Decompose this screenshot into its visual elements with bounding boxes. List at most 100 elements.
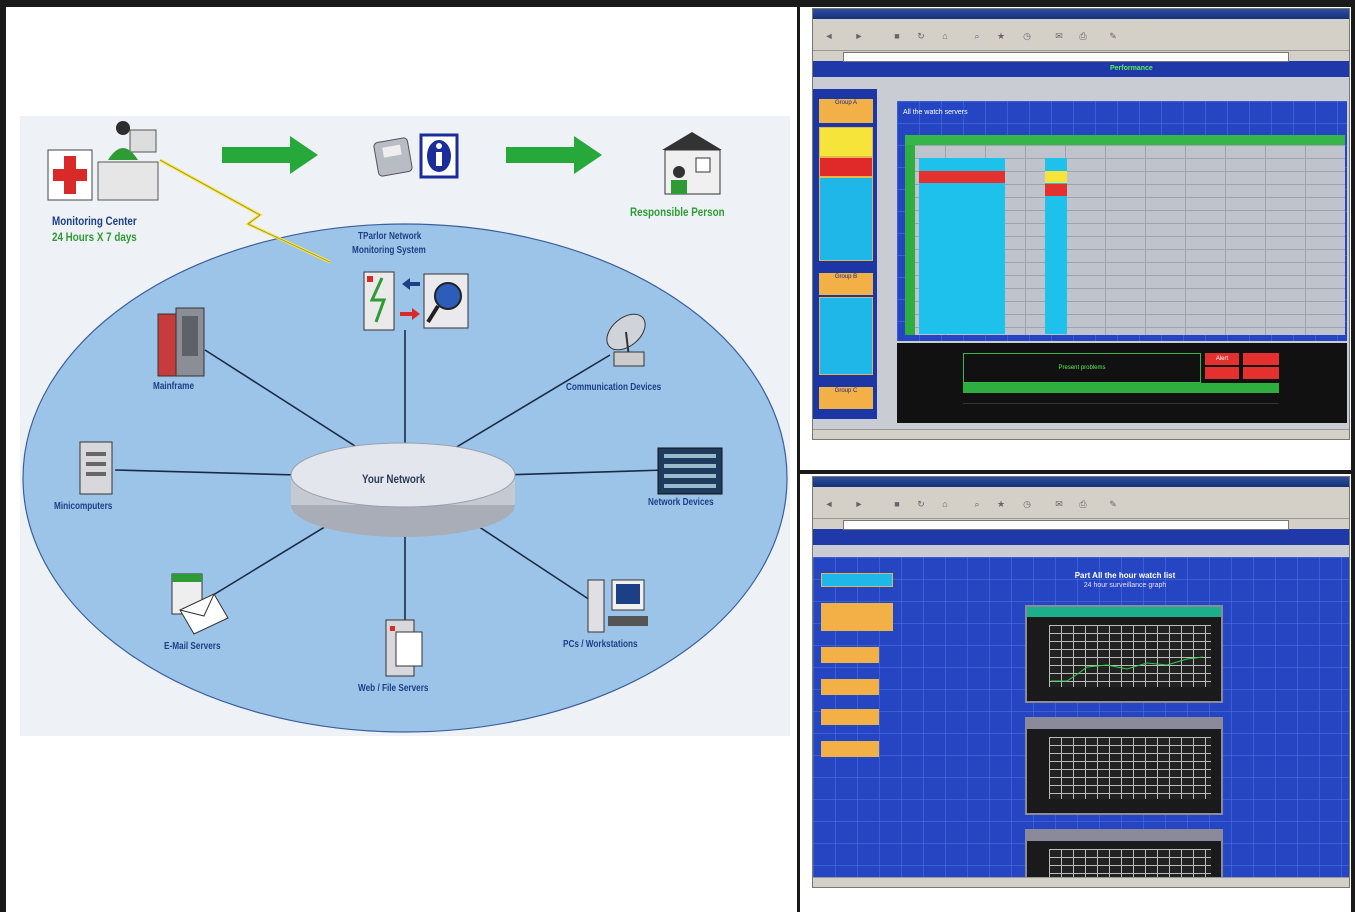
app-tab-bar: [813, 529, 1349, 545]
usage-graph-1: [1025, 605, 1223, 703]
arrow-right-icon: [506, 136, 602, 174]
stop-icon[interactable]: ■: [894, 31, 900, 41]
search-icon[interactable]: ⌕: [974, 499, 980, 509]
graph-title-bar: [1027, 607, 1221, 617]
address-input[interactable]: [843, 52, 1289, 62]
house-person-icon: [662, 132, 722, 195]
alert-row[interactable]: [919, 171, 1005, 183]
group-selector-button[interactable]: [821, 573, 893, 587]
graph-link-button-4[interactable]: [821, 741, 879, 757]
frame-right-border: [1351, 0, 1355, 912]
browser-toolbar: ◄ ► ■ ↻ ⌂ ⌕ ★ ◷ ✉ ⎙ ✎: [813, 496, 1349, 519]
back-icon[interactable]: ◄: [824, 499, 834, 509]
group-a-list[interactable]: [819, 177, 873, 261]
server-name-column: [919, 158, 1005, 334]
graph-page-subheading: 24 hour surveillance graph: [1083, 582, 1167, 589]
group-b-button[interactable]: Group B: [819, 273, 873, 295]
graph-title-bar: [1027, 719, 1221, 729]
group-a-button[interactable]: Group A: [819, 99, 873, 123]
window-titlebar: [813, 9, 1349, 19]
window-titlebar: [813, 477, 1349, 487]
forward-icon[interactable]: ►: [854, 31, 864, 41]
arrow-right-icon: [400, 308, 420, 320]
menu-bar: [813, 19, 1349, 28]
network-rack-icon: [657, 447, 723, 495]
favorites-icon[interactable]: ★: [996, 499, 1006, 509]
frame-divider-vertical: [797, 0, 800, 912]
monitoring-hours-label: 24 Hours X 7 days: [52, 230, 137, 244]
mail-icon[interactable]: ✉: [1055, 31, 1063, 41]
group-a-alert-item[interactable]: [819, 157, 873, 177]
graph-link-button-3[interactable]: [821, 709, 879, 725]
servers-panel: All the watch servers: [897, 101, 1347, 341]
home-icon[interactable]: ⌂: [942, 31, 948, 41]
fault-count-badge: [1243, 367, 1279, 379]
email-server-icon: [171, 573, 229, 635]
graph-title-bar: [1027, 831, 1221, 841]
print-icon[interactable]: ⎙: [1079, 31, 1087, 41]
problems-row[interactable]: [963, 395, 1279, 404]
operator-desk-icon: [97, 121, 159, 201]
refresh-icon[interactable]: ↻: [917, 499, 925, 509]
row-index-column: [905, 145, 915, 335]
stop-icon[interactable]: ■: [894, 499, 900, 509]
frame-divider-horizontal: [797, 470, 1355, 474]
group-b-list[interactable]: [819, 297, 873, 375]
graph-page-heading: Part All the hour watch list: [1074, 571, 1176, 580]
arrow-left-icon: [402, 278, 420, 290]
address-bar: [813, 519, 1349, 530]
hospital-cross-icon: [47, 149, 93, 201]
server-button[interactable]: [821, 603, 893, 631]
web-server-icon: [385, 619, 423, 677]
tab-performance[interactable]: Performance: [1109, 65, 1153, 72]
graph-plot-area: [1049, 737, 1211, 799]
present-problems-box: Present problems: [963, 353, 1201, 383]
status-down-cell: [1045, 184, 1067, 196]
info-icon: [419, 133, 459, 179]
menu-bar: [813, 487, 1349, 496]
graph-line: [1051, 656, 1204, 682]
monitoring-center-label: Monitoring Center: [52, 214, 137, 228]
network-devices-label: Network Devices: [648, 497, 714, 508]
status-warning-cell: [1045, 171, 1067, 183]
browser-toolbar: ◄ ► ■ ↻ ⌂ ⌕ ★ ◷ ✉ ⎙ ✎: [813, 28, 1349, 51]
responsible-person-label: Responsible Person: [630, 205, 725, 219]
refresh-icon[interactable]: ↻: [917, 31, 925, 41]
phone-icon: [373, 137, 413, 177]
app-tab-bar: Performance: [813, 61, 1349, 77]
home-icon[interactable]: ⌂: [942, 499, 948, 509]
graph-link-button-2[interactable]: [821, 679, 879, 695]
group-a-item[interactable]: [819, 127, 873, 157]
problems-header-row: [963, 383, 1279, 393]
problems-panel: Present problems Alert: [897, 343, 1347, 423]
favorites-icon[interactable]: ★: [996, 31, 1006, 41]
edit-icon[interactable]: ✎: [1109, 499, 1117, 509]
search-icon[interactable]: ⌕: [974, 31, 980, 41]
tparlor-server-icon: [363, 271, 395, 331]
address-bar: [813, 51, 1349, 62]
print-icon[interactable]: ⎙: [1079, 499, 1087, 509]
mail-icon[interactable]: ✉: [1055, 499, 1063, 509]
mainframe-label: Mainframe: [153, 381, 195, 392]
group-c-button[interactable]: Group C: [819, 387, 873, 409]
graph-link-button-1[interactable]: [821, 647, 879, 663]
forward-icon[interactable]: ►: [854, 499, 864, 509]
alert-badge: Alert: [1205, 353, 1239, 365]
table-header-bar: [905, 135, 1345, 145]
history-icon[interactable]: ◷: [1023, 499, 1031, 509]
monitoring-screen-window: ◄ ► ■ ↻ ⌂ ⌕ ★ ◷ ✉ ⎙ ✎ Performance Group …: [812, 8, 1350, 440]
mainframe-icon: [157, 307, 205, 377]
edit-icon[interactable]: ✎: [1109, 31, 1117, 41]
alert-count-badge: [1243, 353, 1279, 365]
frame-top-border: [0, 0, 1355, 7]
fault-badge: [1205, 367, 1239, 379]
back-icon[interactable]: ◄: [824, 31, 834, 41]
communication-devices-label: Communication Devices: [566, 382, 662, 393]
status-column: [1045, 158, 1067, 334]
your-network-disk: [290, 442, 516, 537]
magnifier-icon: [423, 273, 469, 329]
address-input[interactable]: [843, 520, 1289, 530]
pcs-workstations-label: PCs / Workstations: [563, 639, 638, 650]
history-icon[interactable]: ◷: [1023, 31, 1031, 41]
